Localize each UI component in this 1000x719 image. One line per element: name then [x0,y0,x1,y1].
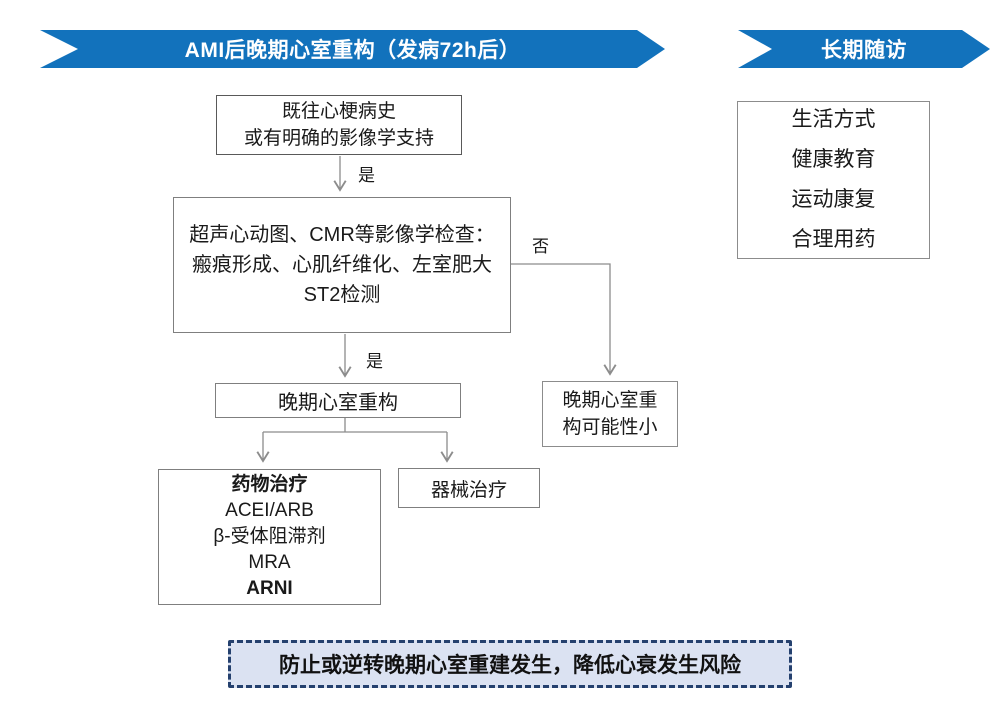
node-line: 构可能性小 [562,417,658,438]
node-drug-therapy: 药物治疗 ACEI/ARB β-受体阻滞剂 MRA ARNI [158,469,381,605]
arrow-no-branch [511,263,617,376]
node-line: ST2检测 [303,284,381,306]
node-late-remodeling: 晚期心室重构 [215,383,461,418]
node-line: ACEI/ARB [225,500,314,521]
node-line: 生活方式 [791,108,876,131]
banner-late-remodeling: AMI后晚期心室重构（发病72h后） [40,30,665,68]
node-line: ARNI [246,578,293,599]
node-device-therapy: 器械治疗 [398,468,540,508]
node-line: 晚期心室重 [562,390,658,411]
node-followup-measures: 生活方式 健康教育 运动康复 合理用药 [737,101,930,259]
conclusion-callout: 防止或逆转晚期心室重建发生，降低心衰发生风险 [228,640,792,688]
node-line: MRA [248,552,291,573]
node-prior-mi-history: 既往心梗病史 或有明确的影像学支持 [216,95,462,155]
banner-long-term-followup: 长期随访 [738,30,990,68]
node-line: 合理用药 [791,228,876,251]
edge-label-no: 否 [532,237,549,256]
node-imaging-exam: 超声心动图、CMR等影像学检查： 瘢痕形成、心肌纤维化、左室肥大 ST2检测 [173,197,511,333]
node-line: 运动康复 [791,188,876,211]
edge-label-yes-1: 是 [358,166,375,185]
node-line: β-受体阻滞剂 [213,526,326,547]
conclusion-label: 防止或逆转晚期心室重建发生，降低心衰发生风险 [279,654,741,677]
edge-label-yes-2: 是 [366,352,383,371]
node-remodeling-unlikely: 晚期心室重 构可能性小 [542,381,678,447]
node-line: 健康教育 [791,148,876,171]
node-line: 晚期心室重构 [278,392,398,414]
node-line: 或有明确的影像学支持 [243,128,434,149]
node-line: 药物治疗 [231,474,308,495]
node-line: 器械治疗 [430,479,507,501]
node-line: 超声心动图、CMR等影像学检查： [189,224,495,246]
banner-late-remodeling-label: AMI后晚期心室重构（发病72h后） [184,39,521,62]
node-line: 瘢痕形成、心肌纤维化、左室肥大 [192,254,492,276]
node-line: 既往心梗病史 [281,101,396,122]
banner-long-term-followup-label: 长期随访 [821,39,907,62]
